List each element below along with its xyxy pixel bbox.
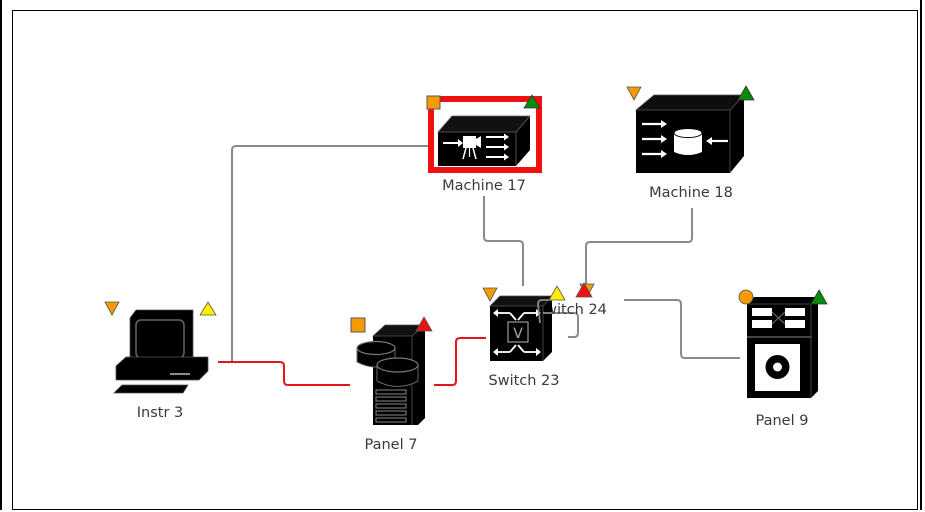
node-label: Switch 23 <box>489 373 560 389</box>
node-label: Panel 9 <box>756 413 809 429</box>
database-server-icon <box>356 324 427 425</box>
link-panel7-switch23[interactable] <box>434 337 486 386</box>
video-appliance-icon <box>437 115 531 166</box>
workstation-icon <box>113 309 209 394</box>
status-triangle-down-orange-icon <box>104 301 120 316</box>
media-panel-icon <box>747 297 818 398</box>
node-label: Panel 7 <box>365 437 418 453</box>
node-switch-24[interactable]: witch 24 <box>545 282 607 318</box>
link-instr3-machine17[interactable] <box>218 145 432 363</box>
status-triangle-green-icon <box>810 289 828 305</box>
status-triangle-yellow-icon <box>199 301 217 316</box>
status-square-orange-icon <box>426 95 441 110</box>
diagram-canvas-frame <box>12 10 918 510</box>
svg-text:V: V <box>513 326 523 342</box>
status-triangle-green-icon <box>523 94 541 109</box>
node-switch-23[interactable]: V Switch 23 <box>482 285 566 389</box>
status-triangle-down-orange-icon <box>482 287 498 302</box>
node-label: Machine 17 <box>442 178 526 194</box>
selection-highlight <box>428 96 542 173</box>
node-instr-3[interactable]: Instr 3 <box>104 301 217 421</box>
link-machine18-switch24[interactable] <box>585 208 693 285</box>
status-triangle-red-icon <box>415 316 433 332</box>
status-square-orange-icon <box>350 317 366 333</box>
status-triangle-down-orange-icon <box>626 86 642 101</box>
status-circle-orange-icon <box>738 289 754 305</box>
storage-appliance-icon <box>634 94 745 173</box>
node-label: Instr 3 <box>137 405 184 421</box>
node-machine-18[interactable]: Machine 18 <box>626 85 755 201</box>
link-machine17-switch23[interactable] <box>483 196 524 286</box>
status-triangle-green-icon <box>737 85 755 101</box>
node-panel-7[interactable]: Panel 7 <box>350 316 433 453</box>
node-panel-9[interactable]: Panel 9 <box>738 289 828 429</box>
status-triangle-red-icon <box>575 282 593 298</box>
node-label: Machine 18 <box>649 185 733 201</box>
links <box>218 145 740 386</box>
link-instr3-panel7[interactable] <box>218 361 350 386</box>
node-machine-17[interactable]: Machine 17 <box>426 94 542 194</box>
status-triangle-yellow-icon <box>548 285 566 301</box>
node-label: witch 24 <box>545 302 607 318</box>
link-switch24-panel9[interactable] <box>624 299 740 359</box>
switch-icon: V <box>489 295 553 361</box>
